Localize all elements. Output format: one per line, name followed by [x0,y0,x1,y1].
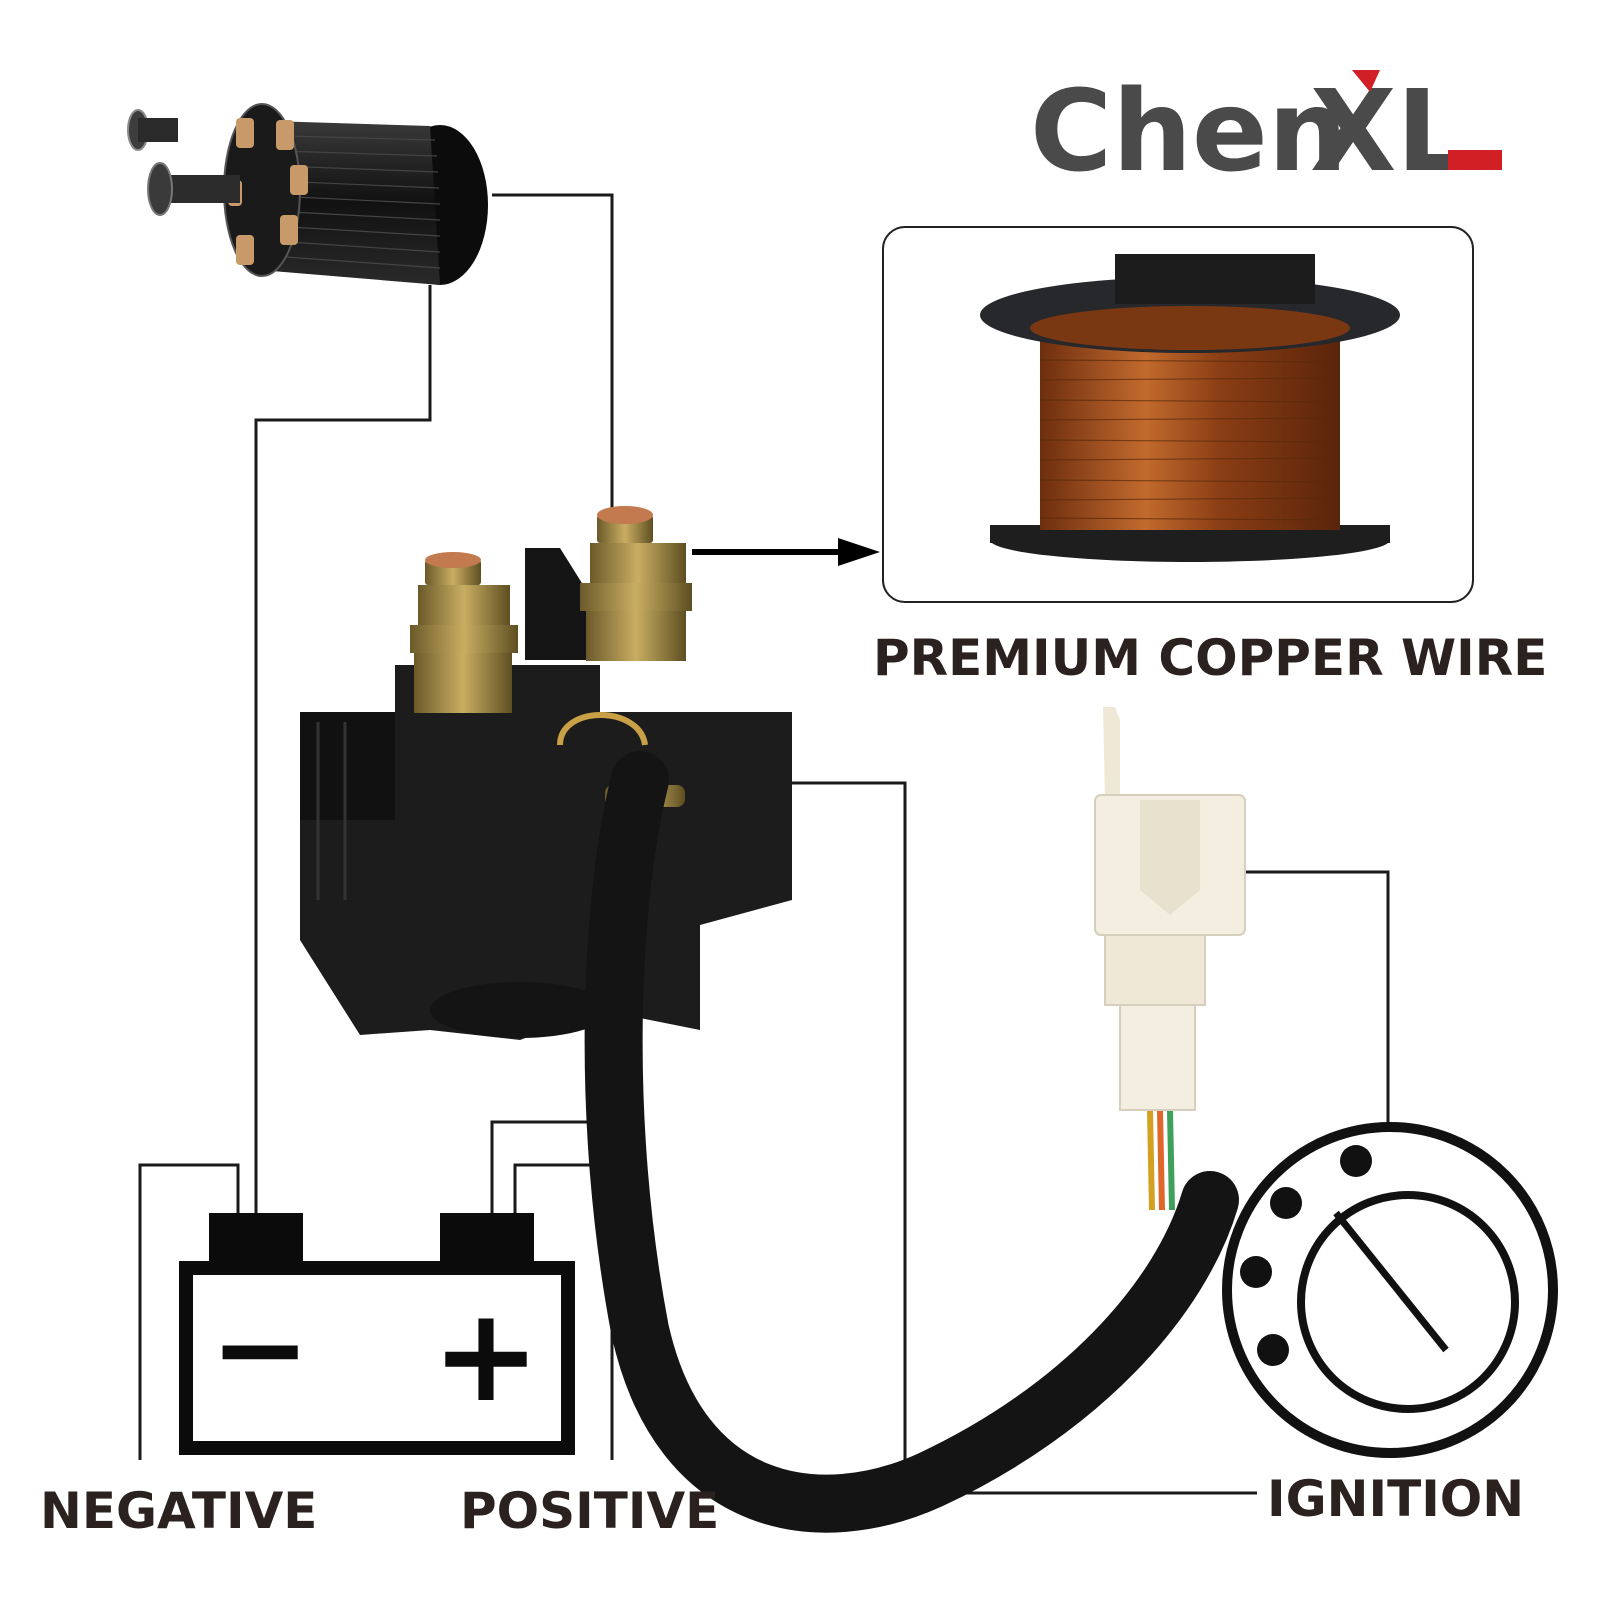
copper-wire-spool-icon [980,254,1400,562]
negative-label: NEGATIVE [40,1482,317,1540]
line-relay-to-ignition [780,781,1257,1495]
line-negative-bracket [138,1163,240,1460]
line-motor-to-relay [492,193,614,510]
relay-terminal-right [580,506,692,661]
brand-logo: Chen XL [1030,67,1502,197]
relay-cable [584,751,1239,1533]
battery-plus-sign: + [432,1279,541,1431]
battery-minus-sign: − [210,1280,311,1419]
line-positive-inner [490,1120,615,1213]
callout-arrow [692,538,880,566]
starter-motor-icon [127,103,488,285]
brand-name-part2: XL [1310,67,1468,197]
battery-positive-terminal [440,1213,534,1261]
line-motor-to-negative [254,285,432,1213]
ignition-switch-icon [1222,1122,1558,1458]
positive-label: POSITIVE [460,1482,719,1540]
copper-wire-callout [882,226,1474,603]
brand-accent-mark [1352,70,1502,170]
ignition-label: IGNITION [1267,1470,1524,1528]
battery-symbol: − + [179,1213,575,1455]
line-connector-to-ignition [1245,870,1390,1130]
copper-wire-label: PREMIUM COPPER WIRE [873,629,1547,687]
colored-lead-wires [1147,1109,1175,1211]
brand-name-part1: Chen [1030,67,1348,197]
starter-relay-solenoid-icon [300,506,792,1040]
relay-terminal-left [410,552,518,713]
plug-connector-icon [1094,707,1246,1111]
battery-negative-terminal [209,1213,303,1261]
